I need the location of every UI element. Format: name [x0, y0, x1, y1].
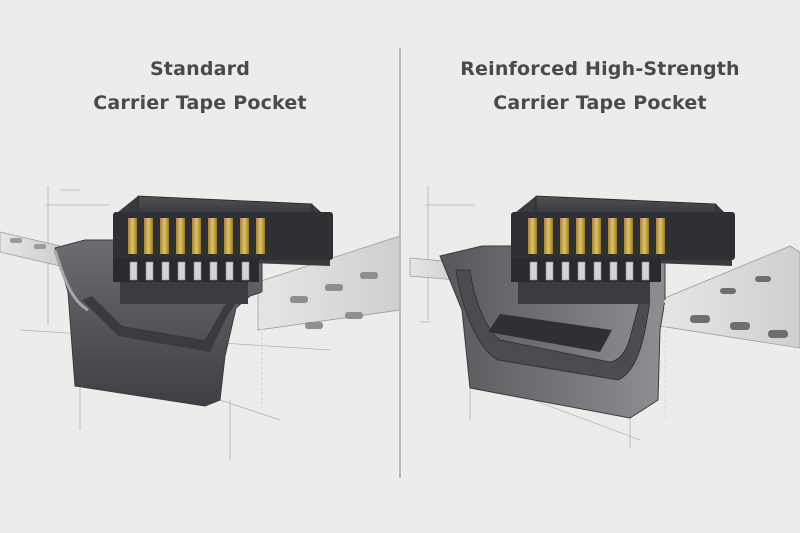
- panel-title-standard: Standard Carrier Tape Pocket: [0, 52, 400, 120]
- gold-pins-left: [128, 218, 265, 254]
- pocket-cavity: [488, 314, 612, 352]
- silver-pins-right: [529, 261, 650, 281]
- tape-strip-left: [0, 231, 61, 267]
- panel-title-reinforced: Reinforced High-Strength Carrier Tape Po…: [400, 52, 800, 120]
- sprocket-holes-left: [10, 238, 46, 249]
- pocket-cavity: [82, 296, 238, 352]
- standard-pocket-illustration: [0, 186, 401, 460]
- title-line-2: Carrier Tape Pocket: [93, 92, 307, 114]
- pocket-reinforced-wall: [455, 269, 651, 381]
- sprocket-holes-right: [290, 272, 378, 329]
- title-line-1: Standard: [149, 58, 251, 80]
- title-line-2: Carrier Tape Pocket: [493, 92, 707, 114]
- title-line-1: Reinforced High-Strength: [460, 58, 740, 80]
- pocket-lip-left: [53, 249, 89, 312]
- silver-pins-left: [129, 261, 250, 281]
- sprocket-holes-right: [690, 276, 788, 338]
- connector-ic-component: [511, 195, 735, 304]
- reinforced-pocket-illustration: [409, 186, 800, 448]
- gold-pins-right: [528, 218, 665, 254]
- connector-ic-component: [113, 195, 333, 304]
- tape-strip-right: [257, 235, 401, 331]
